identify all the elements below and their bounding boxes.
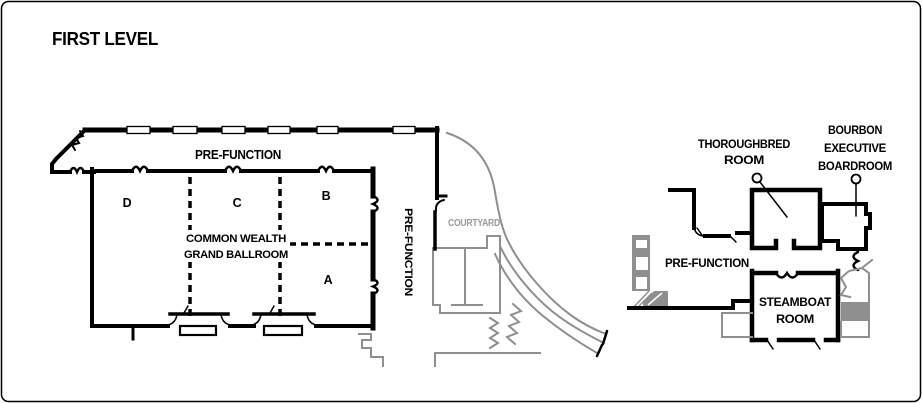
escalator-outline: [839, 258, 874, 338]
ballroom-name-line2: GRAND BALLROOM: [184, 249, 288, 261]
door-swings: [167, 305, 231, 326]
bourbon-boardroom-outline: [820, 202, 872, 251]
door-leaves: [766, 339, 821, 350]
prefunction-side-label: PRE-FUNCTION: [402, 208, 414, 296]
courtyard-area: [432, 131, 609, 367]
walkway-curve-outer: [445, 131, 608, 336]
thoroughbred-room-outline: [749, 187, 823, 251]
courtyard-label: COURTYARD: [448, 217, 501, 229]
door-symbol: [852, 250, 861, 272]
double-door-symbol: [68, 166, 86, 176]
callout-marker: [850, 173, 862, 185]
thoroughbred-label-line2: ROOM: [724, 155, 764, 167]
corridor-stair-zigzag: [358, 333, 384, 367]
courtyard-stair-zigzag: [488, 316, 500, 350]
steamboat-label-line1: STEAMBOAT: [759, 295, 832, 309]
entry-door-zigzag: [70, 130, 85, 151]
label-backdrop: [182, 230, 290, 262]
door-symbol: [369, 277, 379, 296]
double-door-symbol: [774, 270, 800, 279]
door-vestibule: [262, 324, 304, 337]
prefunction-wall-upper: [668, 188, 696, 230]
courtyard-building-outline: [432, 235, 501, 314]
ramp-stripe: [647, 292, 663, 306]
prefunction-lower-wall: [627, 299, 754, 310]
courtyard-building-interior-walls: [451, 247, 483, 306]
double-door-symbol: [223, 165, 243, 174]
callout-leader-line: [759, 181, 788, 218]
ballroom-name-line1: COMMON WEALTH: [186, 233, 286, 245]
door-vestibule: [178, 324, 218, 337]
bourbon-label-line1: BOURBON: [828, 125, 882, 137]
prefunction-right-label: PRE-FUNCTION: [665, 258, 749, 270]
window-slot: [316, 125, 339, 135]
thoroughbred-label-line1: THOROUGHBRED: [698, 139, 790, 151]
courtyard-lower-wall: [434, 352, 541, 367]
window-slot: [126, 125, 151, 135]
ballroom-section-label-d: D: [123, 196, 132, 210]
walkway-end-caps: [595, 329, 609, 358]
bourbon-label-line3: BOARDROOM: [818, 161, 892, 173]
page-title: FIRST LEVEL: [52, 29, 158, 49]
door-leaf: [729, 235, 737, 243]
prefunction-top-label: PRE-FUNCTION: [195, 148, 281, 162]
double-door-symbol: [316, 165, 336, 174]
walkway-curve-middle: [499, 246, 604, 344]
window-slot: [267, 125, 291, 135]
ballroom-section-label-b: B: [322, 189, 331, 203]
ballroom-complex: PRE-FUNCTION D C B A COMMON WEALTH GRAND…: [50, 125, 440, 367]
double-door-symbol: [130, 165, 150, 174]
escalator-fill: [841, 302, 870, 321]
door-swing: [693, 227, 704, 237]
stair-tread: [636, 257, 648, 270]
walkway-curve-inner: [493, 252, 599, 355]
entry-corner-wall: [50, 127, 88, 174]
courtyard-walls: COURTYARD: [433, 126, 501, 251]
callout-marker: [751, 172, 763, 184]
window-slot: [392, 125, 416, 135]
ballroom-section-label-c: C: [233, 196, 242, 210]
bourbon-label-line2: EXECUTIVE: [824, 143, 887, 155]
door-swing: [434, 199, 445, 212]
walkway-stair-zigzag: [505, 302, 523, 346]
steamboat-label-line2: ROOM: [776, 312, 814, 326]
window-slot: [221, 125, 246, 135]
stair-tread: [636, 277, 647, 289]
window-slot: [172, 125, 198, 135]
steamboat-room-walls: [749, 268, 841, 343]
door-swings: [251, 305, 317, 326]
stair-tread: [636, 240, 647, 248]
gray-room-outline: [721, 312, 753, 338]
ballroom-section-label-a: A: [324, 273, 333, 287]
door-symbol: [369, 194, 379, 214]
right-wing: THOROUGHBRED ROOM BOURBON EXECUTIVE BOAR…: [627, 125, 892, 350]
